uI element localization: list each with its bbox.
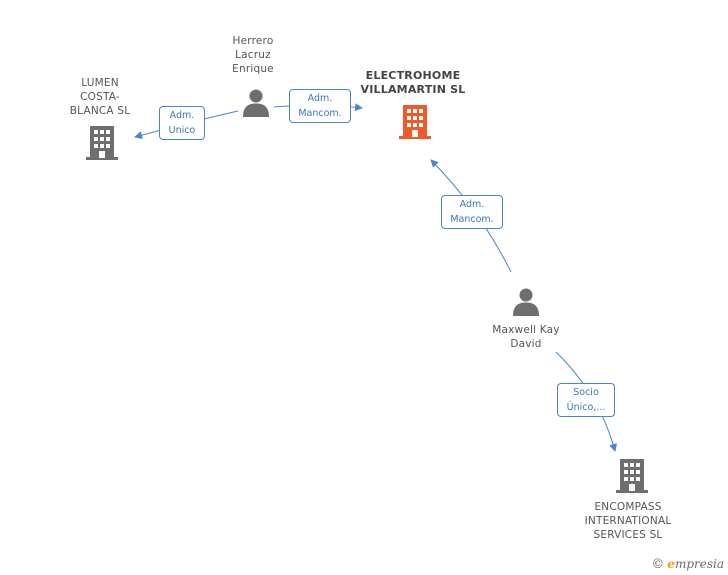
node-label-maxwell[interactable]: Maxwell Kay David xyxy=(492,324,560,350)
edge-label-herrero-electrohome[interactable]: Adm. Mancom. xyxy=(289,89,351,123)
edge-label-herrero-lumen[interactable]: Adm. Unico xyxy=(159,106,205,140)
edge-label-maxwell-electrohome[interactable]: Adm. Mancom. xyxy=(441,195,503,229)
building-icon[interactable] xyxy=(399,105,431,139)
building-icon[interactable] xyxy=(616,459,648,493)
node-label-herrero[interactable]: Herrero Lacruz Enrique xyxy=(232,35,274,75)
person-icon[interactable] xyxy=(241,88,271,118)
building-icon[interactable] xyxy=(86,126,118,160)
node-label-encompass[interactable]: ENCOMPASS INTERNATIONAL SERVICES SL xyxy=(584,501,672,541)
person-icon[interactable] xyxy=(511,287,541,317)
node-label-lumen[interactable]: LUMEN COSTA- BLANCA SL xyxy=(69,77,131,117)
edge-label-maxwell-encompass[interactable]: Socio Único,... xyxy=(557,383,615,417)
node-label-electrohome[interactable]: ELECTROHOME VILLAMARTIN SL xyxy=(360,69,466,96)
empresia-logo: ©empresia xyxy=(651,557,724,572)
